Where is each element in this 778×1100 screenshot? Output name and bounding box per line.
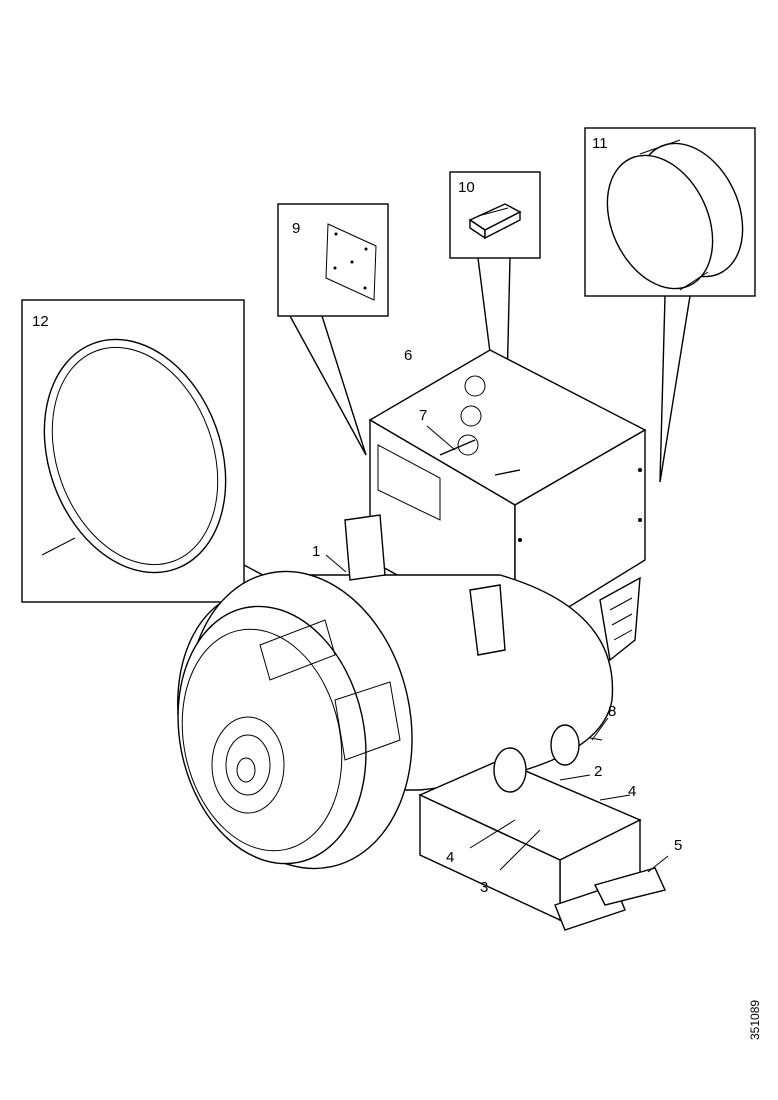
callout-4a: 4 (446, 849, 454, 866)
callout-11: 11 (592, 135, 608, 152)
callout-3: 3 (480, 879, 488, 896)
callout-9: 9 (292, 220, 300, 237)
callout-1: 1 (312, 543, 320, 560)
callout-4b: 4 (628, 783, 636, 800)
callout-2: 2 (594, 763, 602, 780)
mounting-feet (418, 724, 666, 931)
leader-lines (325, 377, 669, 873)
detail-box-9 (277, 203, 389, 456)
detail-box-11 (584, 127, 756, 483)
callout-8: 8 (608, 703, 616, 720)
detail-box-12 (21, 299, 289, 603)
callout-7: 7 (419, 407, 427, 424)
lifting-lugs (344, 514, 506, 656)
alternator-body (177, 570, 641, 870)
callout-10: 10 (458, 179, 475, 196)
drawing-number: 351089 (748, 999, 762, 1040)
callout-6: 6 (404, 347, 412, 364)
callout-12: 12 (32, 313, 49, 330)
callout-5: 5 (674, 837, 682, 854)
